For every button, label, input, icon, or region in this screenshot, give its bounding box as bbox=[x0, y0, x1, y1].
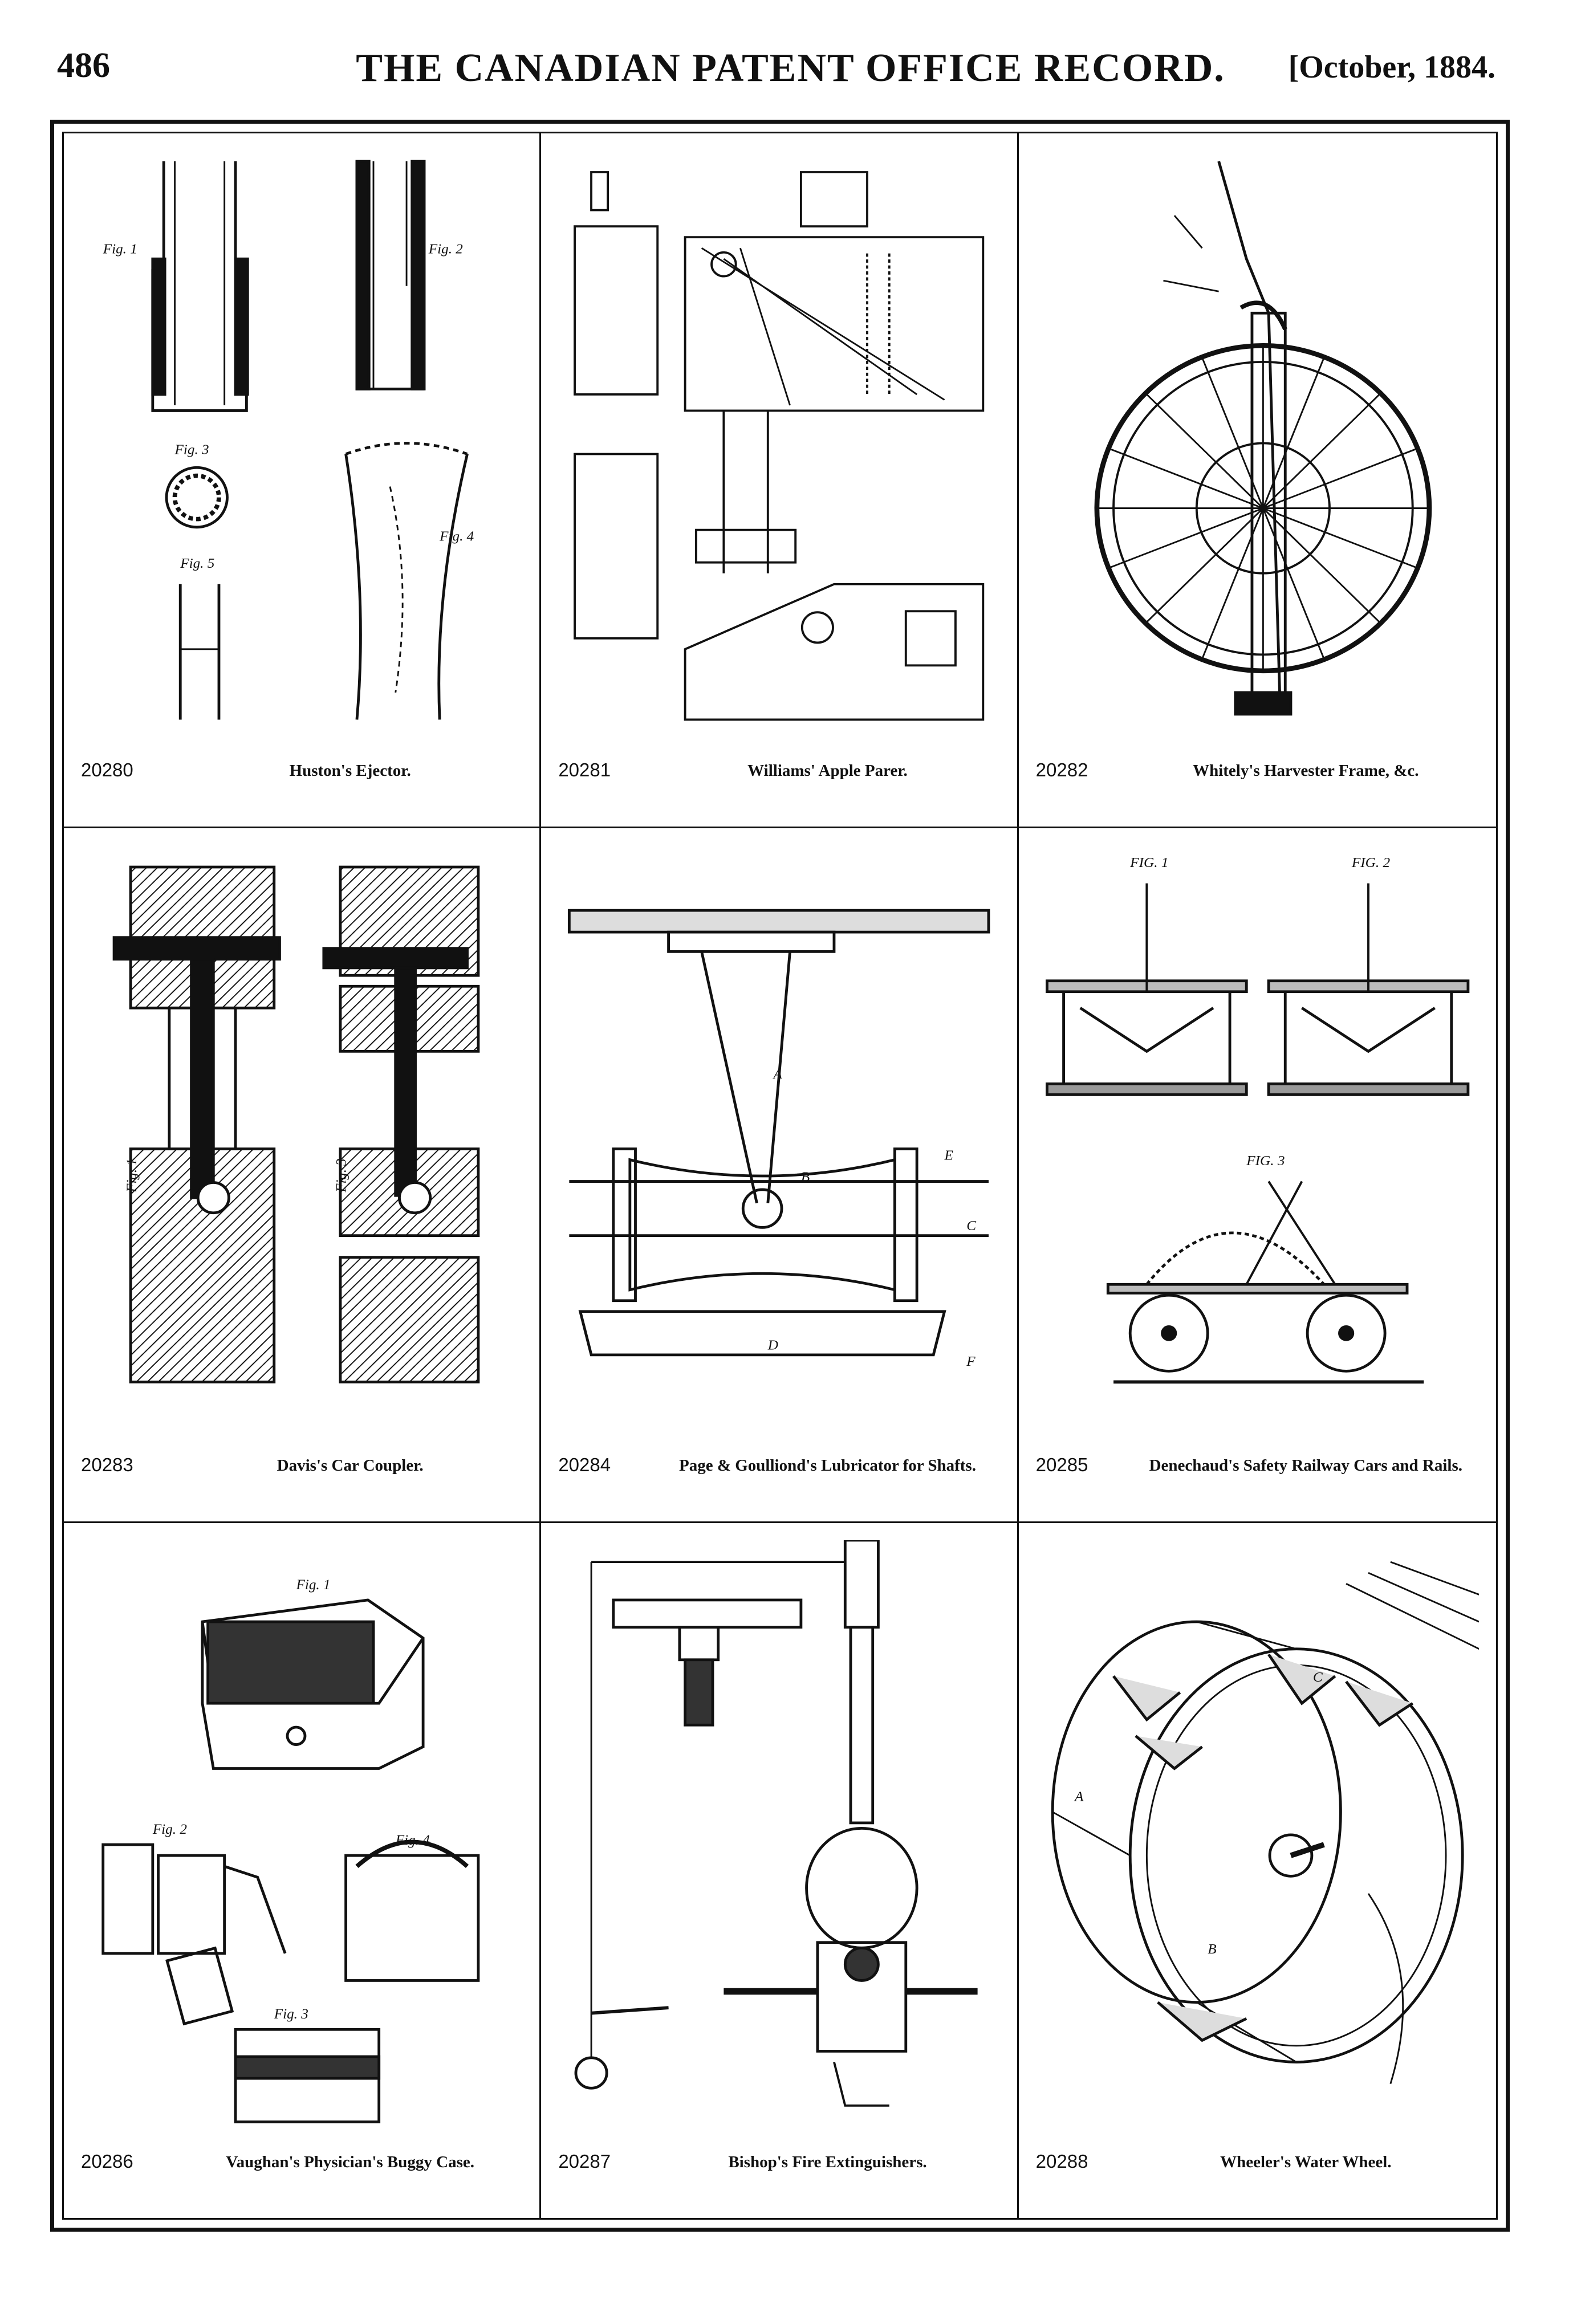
patent-title: Whitely's Harvester Frame, &c. bbox=[1193, 762, 1419, 780]
patent-cell-20284: A B C D E F 20284 Page & Goulliond's Lub… bbox=[541, 828, 1019, 1523]
patent-caption: 20286 Vaughan's Physician's Buggy Case. bbox=[81, 2145, 522, 2196]
fig-label: FIG. 3 bbox=[1246, 1153, 1285, 1169]
patent-number: 20288 bbox=[1035, 2151, 1088, 2172]
fig-label: A bbox=[773, 1067, 783, 1082]
patent-title: Wheeler's Water Wheel. bbox=[1220, 2153, 1392, 2171]
patent-cell-20283: Fig. 1 Fig. 3 20283 Davis's Car Coupler. bbox=[64, 828, 542, 1523]
fire-extinguisher-drawing bbox=[558, 1540, 999, 2138]
patent-caption: 20280 Huston's Ejector. bbox=[81, 754, 522, 805]
fig-label: Fig. 4 bbox=[395, 1833, 430, 1848]
patent-cell-20288: A B C 20288 Wheeler's Water Wheel. bbox=[1019, 1523, 1496, 2218]
lubricator-drawing: A B C D E F bbox=[558, 845, 999, 1442]
buggy-case-drawing: Fig. 1 Fig. 2 Fig. 3 Fig. 4 bbox=[81, 1540, 522, 2138]
patent-caption: 20283 Davis's Car Coupler. bbox=[81, 1448, 522, 1500]
patent-title: Vaughan's Physician's Buggy Case. bbox=[226, 2153, 474, 2171]
patent-title: Denechaud's Safety Railway Cars and Rail… bbox=[1149, 1456, 1463, 1475]
buggy-case-figures: Fig. 1 Fig. 2 Fig. 3 Fig. 4 bbox=[101, 1577, 480, 2123]
fig-label: C bbox=[967, 1218, 977, 1234]
fig-label: C bbox=[1312, 1670, 1322, 1685]
patent-number: 20281 bbox=[558, 759, 611, 780]
fig-label: Fig. 1 bbox=[124, 1159, 140, 1193]
patent-plate: Fig. 1 Fig. 2 Fig. 3 Fig. 4 Fig. 5 20280… bbox=[50, 120, 1510, 2232]
patent-title: Bishop's Fire Extinguishers. bbox=[728, 2153, 927, 2171]
fig-label: Fig. 1 bbox=[295, 1577, 330, 1593]
fig-label: Fig. 4 bbox=[439, 529, 474, 544]
journal-title: THE CANADIAN PATENT OFFICE RECORD. bbox=[356, 46, 1225, 90]
car-coupler-figures: Fig. 1 Fig. 3 bbox=[112, 865, 480, 1383]
patent-caption: 20287 Bishop's Fire Extinguishers. bbox=[558, 2145, 999, 2196]
harvester-frame-drawing bbox=[1036, 150, 1479, 747]
patent-number: 20280 bbox=[81, 759, 133, 780]
lubricator-figure: A B C D E F bbox=[568, 909, 990, 1369]
patent-caption: 20288 Wheeler's Water Wheel. bbox=[1036, 2145, 1479, 2196]
fig-label: D bbox=[767, 1338, 778, 1353]
fig-label: Fig. 3 bbox=[274, 2006, 308, 2022]
fig-label: Fig. 2 bbox=[152, 1822, 187, 1837]
harvester-figure bbox=[1094, 161, 1432, 716]
patent-cell-20286: Fig. 1 Fig. 2 Fig. 3 Fig. 4 20286 Vaugha… bbox=[64, 1523, 542, 2218]
patent-cell-20285: FIG. 1 FIG. 2 FIG. 3 20285 Denechaud's S… bbox=[1018, 828, 1496, 1523]
fig-label: F bbox=[966, 1354, 976, 1369]
page-number: 486 bbox=[57, 46, 110, 85]
patent-number: 20286 bbox=[81, 2151, 133, 2172]
patent-number: 20282 bbox=[1035, 759, 1088, 780]
patent-caption: 20282 Whitely's Harvester Frame, &c. bbox=[1036, 754, 1479, 805]
fig-label: A bbox=[1074, 1789, 1084, 1805]
fire-extinguisher-figure bbox=[574, 1540, 978, 2107]
fig-label: Fig. 5 bbox=[180, 556, 214, 571]
fig-label: Fig. 3 bbox=[334, 1159, 349, 1193]
patent-title: Williams' Apple Parer. bbox=[747, 762, 908, 780]
page-header: 486 THE CANADIAN PATENT OFFICE RECORD. [… bbox=[0, 0, 1581, 131]
fig-label: E bbox=[944, 1148, 953, 1163]
patent-caption: 20285 Denechaud's Safety Railway Cars an… bbox=[1036, 1448, 1479, 1500]
fig-label: B bbox=[1208, 1942, 1216, 1957]
patent-number: 20284 bbox=[558, 1454, 611, 1475]
ejector-drawing: Fig. 1 Fig. 2 Fig. 3 Fig. 4 Fig. 5 bbox=[81, 150, 522, 747]
water-wheel-drawing: A B C bbox=[1036, 1540, 1479, 2138]
patent-caption: 20281 Williams' Apple Parer. bbox=[558, 754, 999, 805]
patent-cell-20287: 20287 Bishop's Fire Extinguishers. bbox=[541, 1523, 1019, 2218]
apple-parer-drawing bbox=[558, 150, 999, 747]
fig-label: Fig. 2 bbox=[428, 242, 463, 257]
patent-title: Huston's Ejector. bbox=[289, 762, 411, 780]
patent-title: Page & Goulliond's Lubricator for Shafts… bbox=[679, 1456, 976, 1475]
safety-cars-figures: FIG. 1 FIG. 2 FIG. 3 bbox=[1045, 855, 1469, 1384]
safety-cars-drawing: FIG. 1 FIG. 2 FIG. 3 bbox=[1036, 845, 1479, 1442]
patent-number: 20287 bbox=[558, 2151, 611, 2172]
apple-parer-figures bbox=[574, 171, 985, 721]
patent-cell-20281: 20281 Williams' Apple Parer. bbox=[541, 133, 1019, 828]
patent-cell-20282: 20282 Whitely's Harvester Frame, &c. bbox=[1018, 133, 1496, 828]
ejector-figures: Fig. 1 Fig. 2 Fig. 3 Fig. 4 Fig. 5 bbox=[103, 160, 474, 720]
patent-grid: Fig. 1 Fig. 2 Fig. 3 Fig. 4 Fig. 5 20280… bbox=[62, 132, 1498, 2220]
fig-label: FIG. 1 bbox=[1129, 855, 1168, 870]
fig-label: Fig. 3 bbox=[174, 442, 209, 458]
patent-number: 20285 bbox=[1035, 1454, 1088, 1475]
fig-label: Fig. 1 bbox=[103, 242, 137, 257]
patent-title: Davis's Car Coupler. bbox=[277, 1456, 424, 1475]
patent-caption: 20284 Page & Goulliond's Lubricator for … bbox=[558, 1448, 999, 1500]
patent-cell-20280: Fig. 1 Fig. 2 Fig. 3 Fig. 4 Fig. 5 20280… bbox=[64, 133, 542, 828]
fig-label: B bbox=[801, 1170, 810, 1185]
water-wheel-figure: A B C bbox=[1051, 1561, 1479, 2085]
patent-number: 20283 bbox=[81, 1454, 133, 1475]
car-coupler-drawing: Fig. 1 Fig. 3 bbox=[81, 845, 522, 1442]
issue-date: [October, 1884. bbox=[1288, 50, 1495, 85]
fig-label: FIG. 2 bbox=[1351, 855, 1389, 870]
